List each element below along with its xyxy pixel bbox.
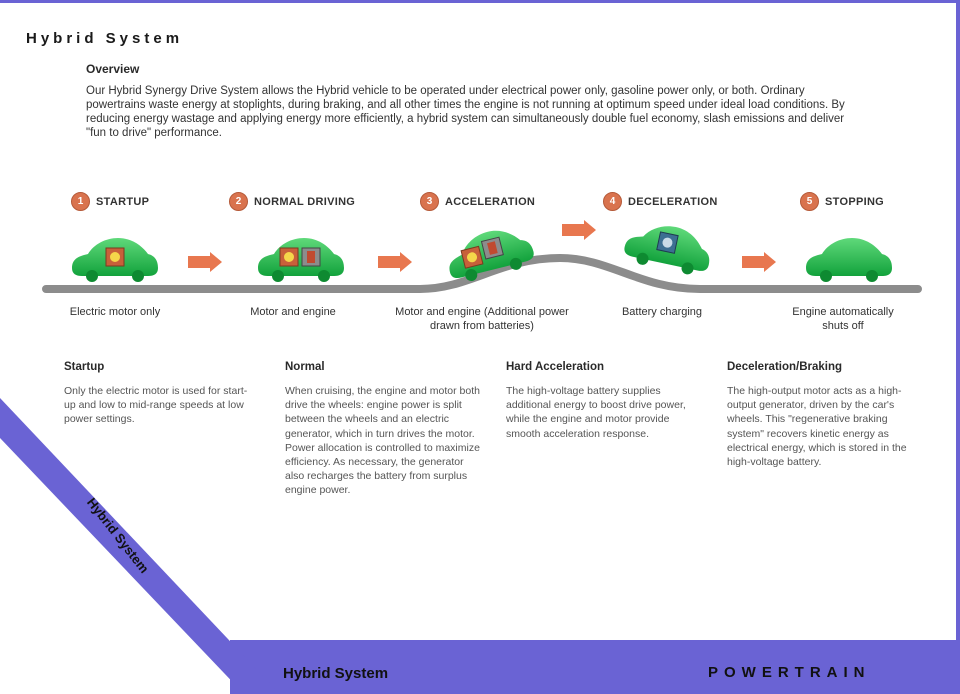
car-icon	[449, 230, 534, 281]
side-label: Hybrid System	[84, 495, 152, 576]
step-normal-driving: 2 NORMAL DRIVING	[229, 192, 355, 211]
step-label: DECELERATION	[628, 195, 718, 208]
overview-heading: Overview	[86, 62, 140, 76]
step-startup: 1 STARTUP	[71, 192, 149, 211]
step-number-badge: 1	[71, 192, 90, 211]
column-text-hard-acceleration: The high-voltage battery supplies additi…	[506, 385, 686, 440]
step-number-badge: 4	[603, 192, 622, 211]
arrow-icon	[562, 220, 596, 240]
column-text-deceleration: The high-output motor acts as a high-out…	[727, 385, 907, 469]
caption-startup: Electric motor only	[69, 306, 161, 318]
page-title: Hybrid System	[26, 30, 184, 47]
step-number-badge: 5	[800, 192, 819, 211]
overview-text: Our Hybrid Synergy Drive System allows t…	[86, 85, 845, 139]
arrow-icon	[378, 252, 412, 272]
column-heading-deceleration: Deceleration/Braking	[727, 361, 843, 373]
frame-right-border	[956, 0, 960, 694]
step-stopping: 5 STOPPING	[800, 192, 884, 211]
caption-stopping: Engine automatically shuts off	[792, 306, 894, 332]
frame-bottom-band	[230, 640, 960, 694]
drive-cycle-diagram	[42, 220, 922, 293]
caption-normal-driving: Motor and engine	[250, 306, 336, 318]
column-heading-hard-acceleration: Hard Acceleration	[506, 361, 604, 373]
step-acceleration: 3 ACCELERATION	[420, 192, 535, 211]
frame-top-border	[0, 0, 960, 3]
car-icon	[806, 238, 892, 282]
step-label: NORMAL DRIVING	[254, 195, 356, 208]
caption-deceleration: Battery charging	[621, 306, 703, 318]
step-number-badge: 3	[420, 192, 439, 211]
step-deceleration: 4 DECELERATION	[603, 192, 718, 211]
car-icon	[72, 238, 158, 282]
car-icon	[258, 238, 344, 282]
car-icon	[624, 226, 710, 275]
arrow-icon	[188, 252, 222, 272]
step-number-badge: 2	[229, 192, 248, 211]
step-label: STOPPING	[825, 195, 885, 208]
column-text-startup: Only the electric motor is used for star…	[64, 385, 248, 426]
step-label: ACCELERATION	[445, 195, 536, 208]
footer-powertrain-label: POWERTRAIN	[708, 664, 871, 681]
arrow-icon	[742, 252, 776, 272]
column-heading-normal: Normal	[285, 361, 325, 373]
column-text-normal: When cruising, the engine and motor both…	[285, 385, 480, 497]
road-line	[42, 253, 922, 293]
footer-title: Hybrid System	[283, 665, 389, 682]
step-label: STARTUP	[96, 195, 150, 208]
column-heading-startup: Startup	[64, 361, 105, 373]
caption-acceleration: Motor and engine (Additional power drawn…	[395, 306, 569, 332]
